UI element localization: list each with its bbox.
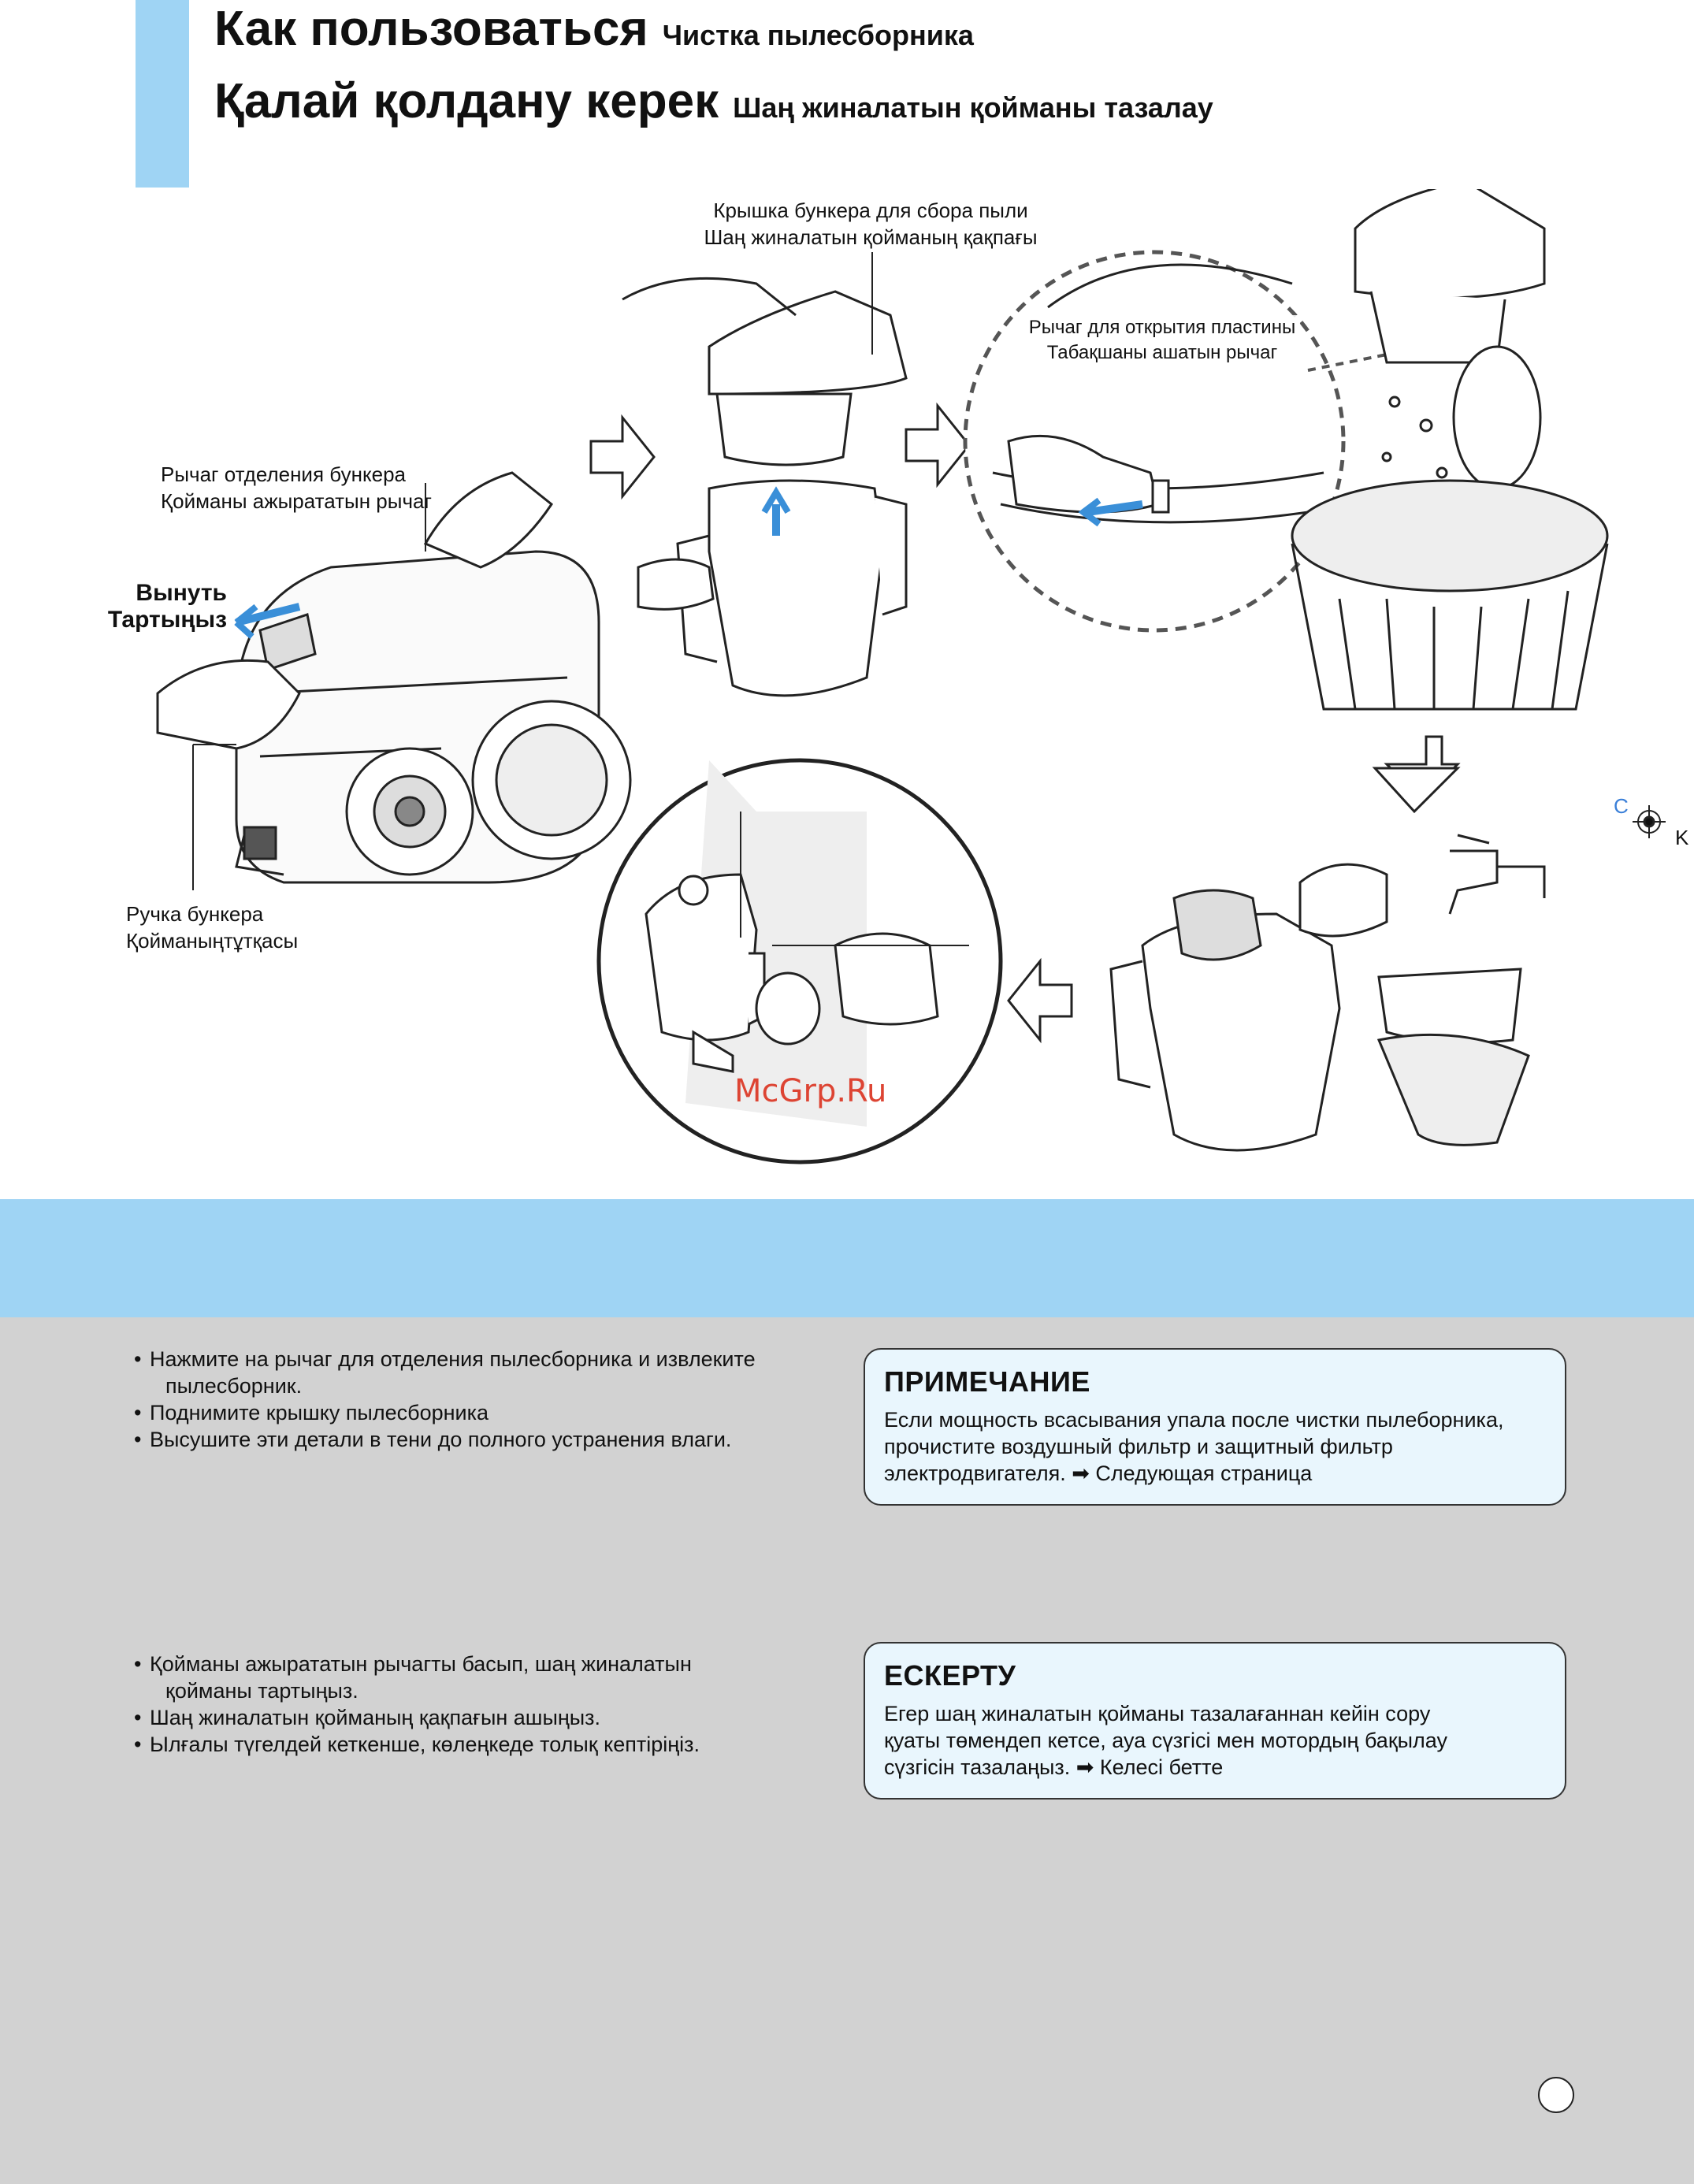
registration-mark (1633, 805, 1666, 838)
dust-bin-illustration (622, 277, 908, 697)
caption-release-lever: Рычаг отделения бункера Қойманы ажыратат… (161, 462, 432, 513)
list-item-continuation: пылесборник. (165, 1374, 303, 1398)
registration-c: C (1614, 794, 1629, 818)
note-line: сүзгісін тазалаңыз. ➡ Келесі бетте (884, 1755, 1224, 1779)
note-box-ru: ПРИМЕЧАНИЕ Если мощность всасывания упал… (864, 1348, 1566, 1506)
page-number-circle (1538, 2077, 1574, 2113)
list-item: Нажмите на рычаг для отделения пылесборн… (134, 1346, 843, 1372)
plate-lever-zoom (963, 250, 1388, 633)
note-title: ПРИМЕЧАНИЕ (884, 1365, 1090, 1398)
note-line: прочистите воздушный фильтр и защитный ф… (884, 1435, 1393, 1458)
vacuum-cleaner-illustration (156, 471, 632, 884)
instructions-kz: Қойманы ажырататын рычагты басып, шаң жи… (134, 1651, 859, 1758)
section-band-blue (0, 1199, 1694, 1317)
note-line: Егер шаң жиналатын қойманы тазалағаннан … (884, 1702, 1431, 1725)
list-item: Қойманы ажырататын рычагты басып, шаң жи… (134, 1651, 859, 1677)
watermark: McGrp.Ru (734, 1073, 887, 1109)
header-accent-bar (136, 0, 189, 188)
next-step-arrow (905, 402, 971, 488)
list-item: Высушите эти детали в тени до полного ус… (134, 1426, 843, 1453)
washing-illustration (1109, 834, 1546, 1152)
registration-k: K (1675, 826, 1689, 849)
note-line: Если мощность всасывания упала после чис… (884, 1408, 1504, 1432)
list-item: Шаң жиналатын қойманың қақпағын ашыңыз. (134, 1704, 859, 1731)
note-title: ЕСКЕРТУ (884, 1659, 1016, 1692)
note-box-kz: ЕСКЕРТУ Егер шаң жиналатын қойманы тазал… (864, 1642, 1566, 1800)
trash-bin-illustration (1291, 189, 1609, 711)
instructions-ru: Нажмите на рычаг для отделения пылесборн… (134, 1346, 843, 1453)
next-step-arrow (589, 414, 656, 500)
note-line: қуаты төмендеп кетсе, ауа сүзгісі мен мо… (884, 1729, 1448, 1752)
note-line: электродвигателя. ➡ Следующая страница (884, 1462, 1313, 1485)
caption-bin-handle: Ручка бункера Қойманыңтұтқасы (126, 902, 299, 953)
next-step-arrow (1007, 957, 1073, 1044)
caption-bin-cover: Крышка бункера для сбора пыли Шаң жинала… (704, 199, 1038, 249)
list-item: Ылғалы түгелдей кеткенше, көлеңкеде толы… (134, 1731, 859, 1758)
caption-pull-out: Вынуть Тартыңыз (107, 580, 227, 633)
cleaning-illustrations (156, 189, 1666, 1164)
caption-plate-lever: Рычаг для открытия пластины Табақшаны аш… (1024, 315, 1300, 366)
list-item: Поднимите крышку пылесборника (134, 1399, 843, 1426)
list-item-continuation: қойманы тартыңыз. (165, 1679, 358, 1703)
drying-zoom (596, 758, 1003, 1164)
